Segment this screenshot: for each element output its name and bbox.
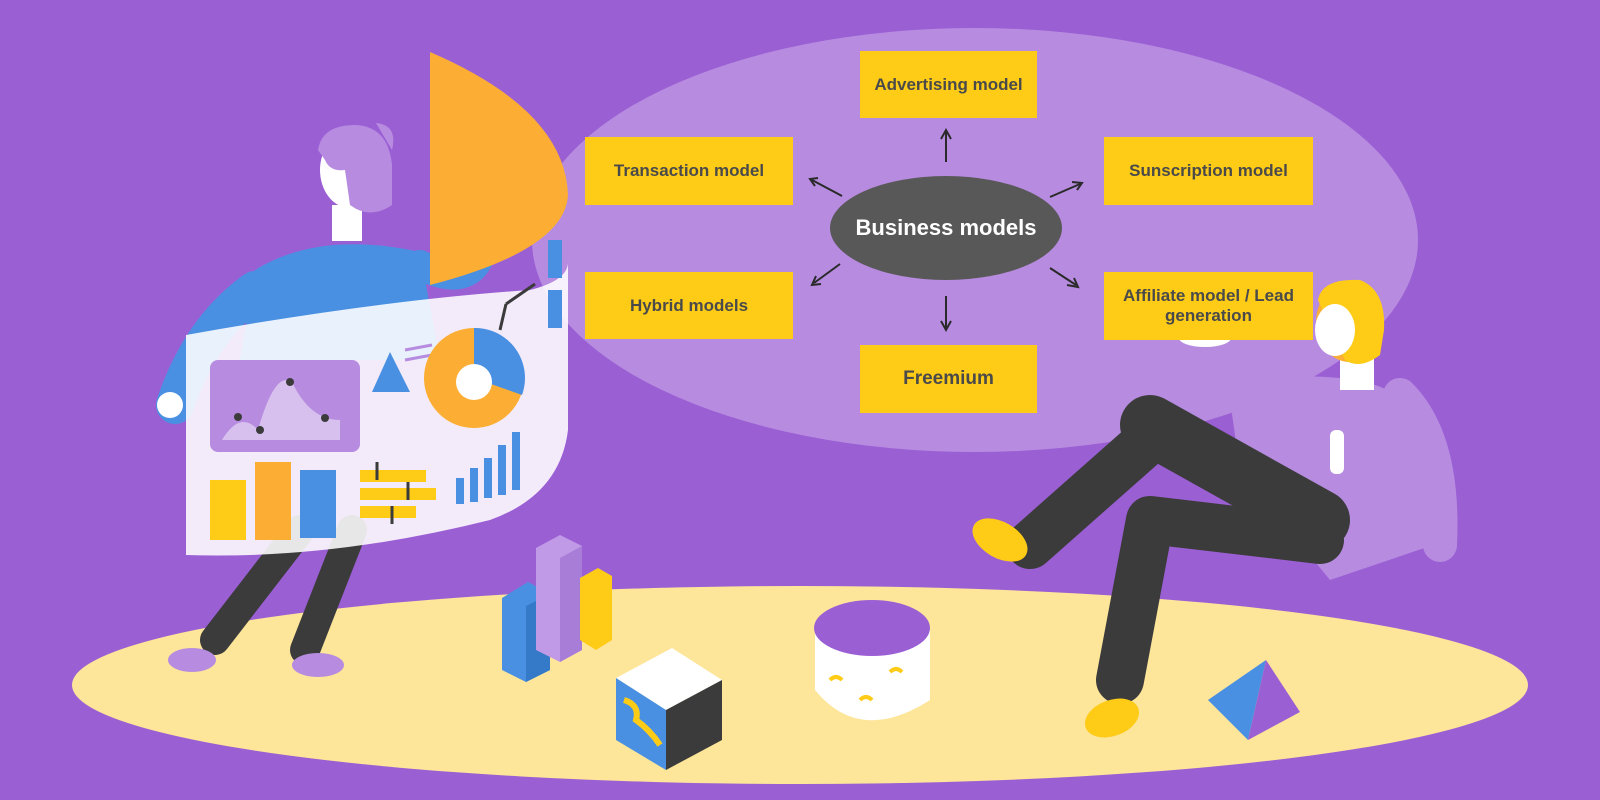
connector-arrows <box>808 127 1084 333</box>
arrow-to-subscription <box>1049 183 1081 198</box>
bar-blocks <box>502 535 612 682</box>
cylinder <box>814 600 930 721</box>
arrow-to-affiliate <box>1049 267 1077 286</box>
pyramid <box>1208 660 1300 740</box>
floor-ellipse <box>72 586 1528 784</box>
orange-disc <box>430 52 568 285</box>
node-freemium: Freemium <box>860 345 1037 413</box>
node-advertising-model: Advertising model <box>860 51 1037 118</box>
node-transaction-model: Transaction model <box>585 137 793 205</box>
hub-ellipse <box>830 176 1062 280</box>
arrow-to-hybrid <box>813 263 841 284</box>
right-figure <box>972 279 1458 738</box>
hub-label: Business models <box>855 215 1037 240</box>
node-subscription-model: Sunscription model <box>1104 137 1313 205</box>
node-hybrid-models: Hybrid models <box>585 272 793 339</box>
arrow-to-transaction <box>811 179 843 197</box>
node-affiliate-model: Affiliate model / Lead generation <box>1104 272 1313 340</box>
patterned-cube <box>616 648 722 770</box>
dashboard-panel <box>186 240 569 556</box>
